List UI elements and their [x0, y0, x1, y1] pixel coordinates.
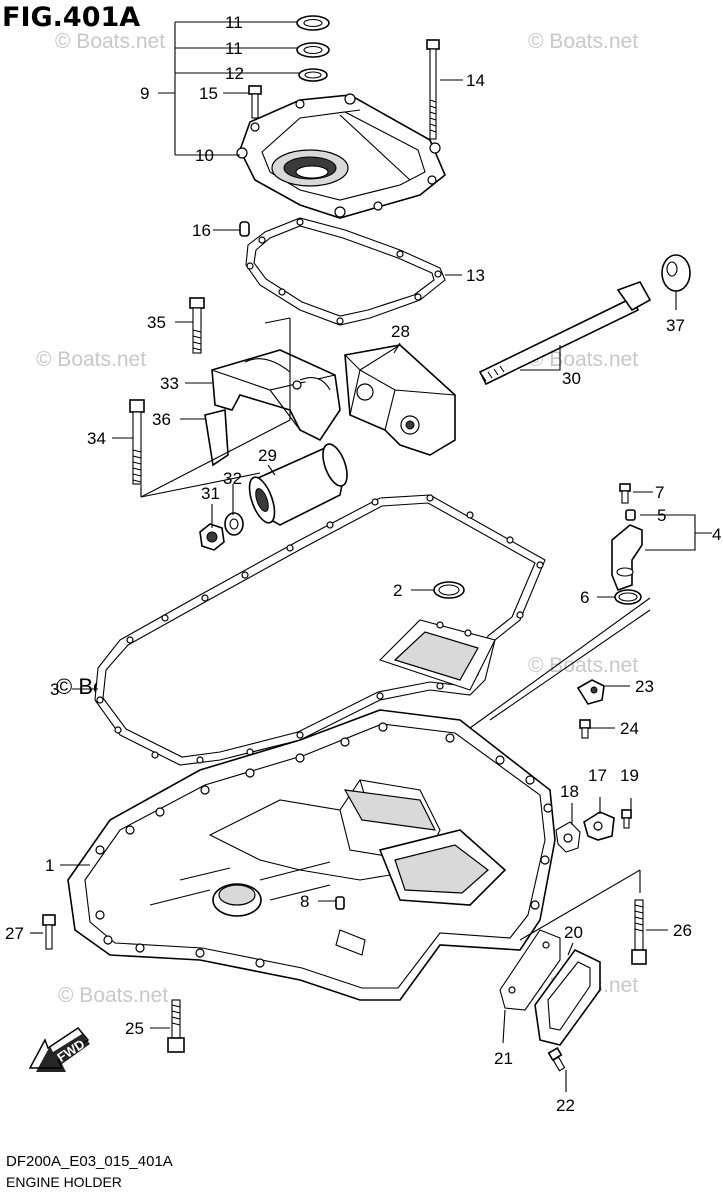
leader-lines — [30, 21, 712, 1092]
fitting-assembly-4 — [611, 483, 643, 605]
callout-27: 27 — [5, 924, 24, 943]
callout-31: 31 — [201, 484, 220, 503]
callout-26: 26 — [673, 921, 692, 940]
bolt-15 — [248, 85, 262, 119]
callout-16: 16 — [192, 221, 211, 240]
gasket-21 — [499, 929, 561, 1011]
cover-17 — [583, 811, 615, 841]
gasket-3 — [94, 494, 546, 766]
bracket-36 — [204, 408, 229, 467]
watermark: © Boats.net — [528, 654, 638, 677]
bolt-27 — [42, 914, 56, 950]
callout-14: 14 — [466, 71, 485, 90]
callout-4: 4 — [712, 525, 721, 544]
callout-21: 21 — [494, 1049, 513, 1068]
callout-numbers: 1 2 3 4 5 6 7 8 9 10 11 11 12 13 14 15 1… — [5, 13, 721, 1115]
bolt-25 — [167, 999, 185, 1053]
callout-30: 30 — [562, 369, 581, 388]
callout-19: 19 — [620, 766, 639, 785]
callout-7: 7 — [655, 483, 664, 502]
callout-20: 20 — [564, 923, 583, 942]
watermark: © Boats.net — [528, 348, 638, 371]
callout-11b: 11 — [225, 39, 243, 58]
callout-29: 29 — [258, 446, 277, 465]
holder-33 — [211, 349, 341, 442]
fitting-4 — [611, 524, 643, 592]
figure-title: FIG.401A — [2, 2, 141, 33]
cover-10 — [236, 93, 446, 219]
bolt-26 — [631, 899, 647, 965]
callout-37: 37 — [666, 316, 685, 335]
callout-36: 36 — [152, 410, 171, 429]
callout-10: 10 — [195, 146, 214, 165]
bolt-14 — [426, 39, 440, 140]
callout-11a: 11 — [225, 13, 243, 32]
callout-9: 9 — [140, 84, 149, 103]
callout-17: 17 — [588, 766, 607, 785]
bolt-22 — [547, 1046, 566, 1072]
nut-31 — [199, 523, 225, 551]
holder-assembly — [129, 254, 691, 551]
callout-6: 6 — [580, 588, 589, 607]
callout-23: 23 — [635, 677, 654, 696]
callout-35: 35 — [147, 313, 166, 332]
sensor-23 — [576, 679, 605, 705]
washer-37 — [661, 254, 691, 292]
callout-1: 1 — [45, 856, 54, 875]
bolt-7 — [619, 483, 631, 504]
callout-34: 34 — [87, 429, 106, 448]
callout-5: 5 — [657, 506, 666, 525]
fwd-arrow-icon: FWD — [28, 1027, 90, 1072]
figure-code: DF200A_E03_015_401A — [6, 1153, 173, 1170]
bolt-35 — [189, 297, 205, 354]
callout-18: 18 — [560, 782, 579, 801]
watermark: © Boats.net — [55, 30, 165, 53]
callout-25: 25 — [125, 1019, 144, 1038]
washer-32 — [224, 512, 244, 536]
upper-cover-assembly — [236, 15, 446, 326]
dowel-8 — [335, 896, 345, 910]
mount-28 — [344, 344, 456, 456]
bushing-29 — [248, 443, 348, 526]
gasket-13 — [245, 217, 446, 326]
gasket-18 — [555, 821, 581, 853]
figure-name: ENGINE HOLDER — [6, 1174, 122, 1190]
callout-13: 13 — [466, 266, 485, 285]
bolt-19 — [621, 809, 632, 829]
watermark: © Boats.net — [58, 984, 168, 1007]
collar-5 — [625, 509, 636, 521]
callout-3: 3 — [50, 680, 59, 699]
bolt-34 — [129, 399, 145, 485]
callout-12: 12 — [225, 64, 244, 83]
callout-32: 32 — [223, 469, 242, 488]
callout-28: 28 — [391, 322, 410, 341]
watermark: © Boats.net — [36, 348, 146, 371]
o-ring-2 — [433, 581, 465, 599]
callout-2: 2 — [393, 581, 402, 600]
bolt-24 — [579, 719, 591, 739]
watermark: © Boats.net — [528, 30, 638, 53]
dowel-pin-16 — [239, 221, 250, 237]
oil-pan-1 — [67, 709, 556, 1001]
callout-24: 24 — [620, 719, 639, 738]
callout-15: 15 — [199, 84, 218, 103]
callout-33: 33 — [160, 374, 179, 393]
callout-8: 8 — [300, 892, 309, 911]
cover-20 — [534, 948, 601, 1046]
bolt-30 — [478, 281, 652, 386]
callout-22: 22 — [556, 1096, 575, 1115]
